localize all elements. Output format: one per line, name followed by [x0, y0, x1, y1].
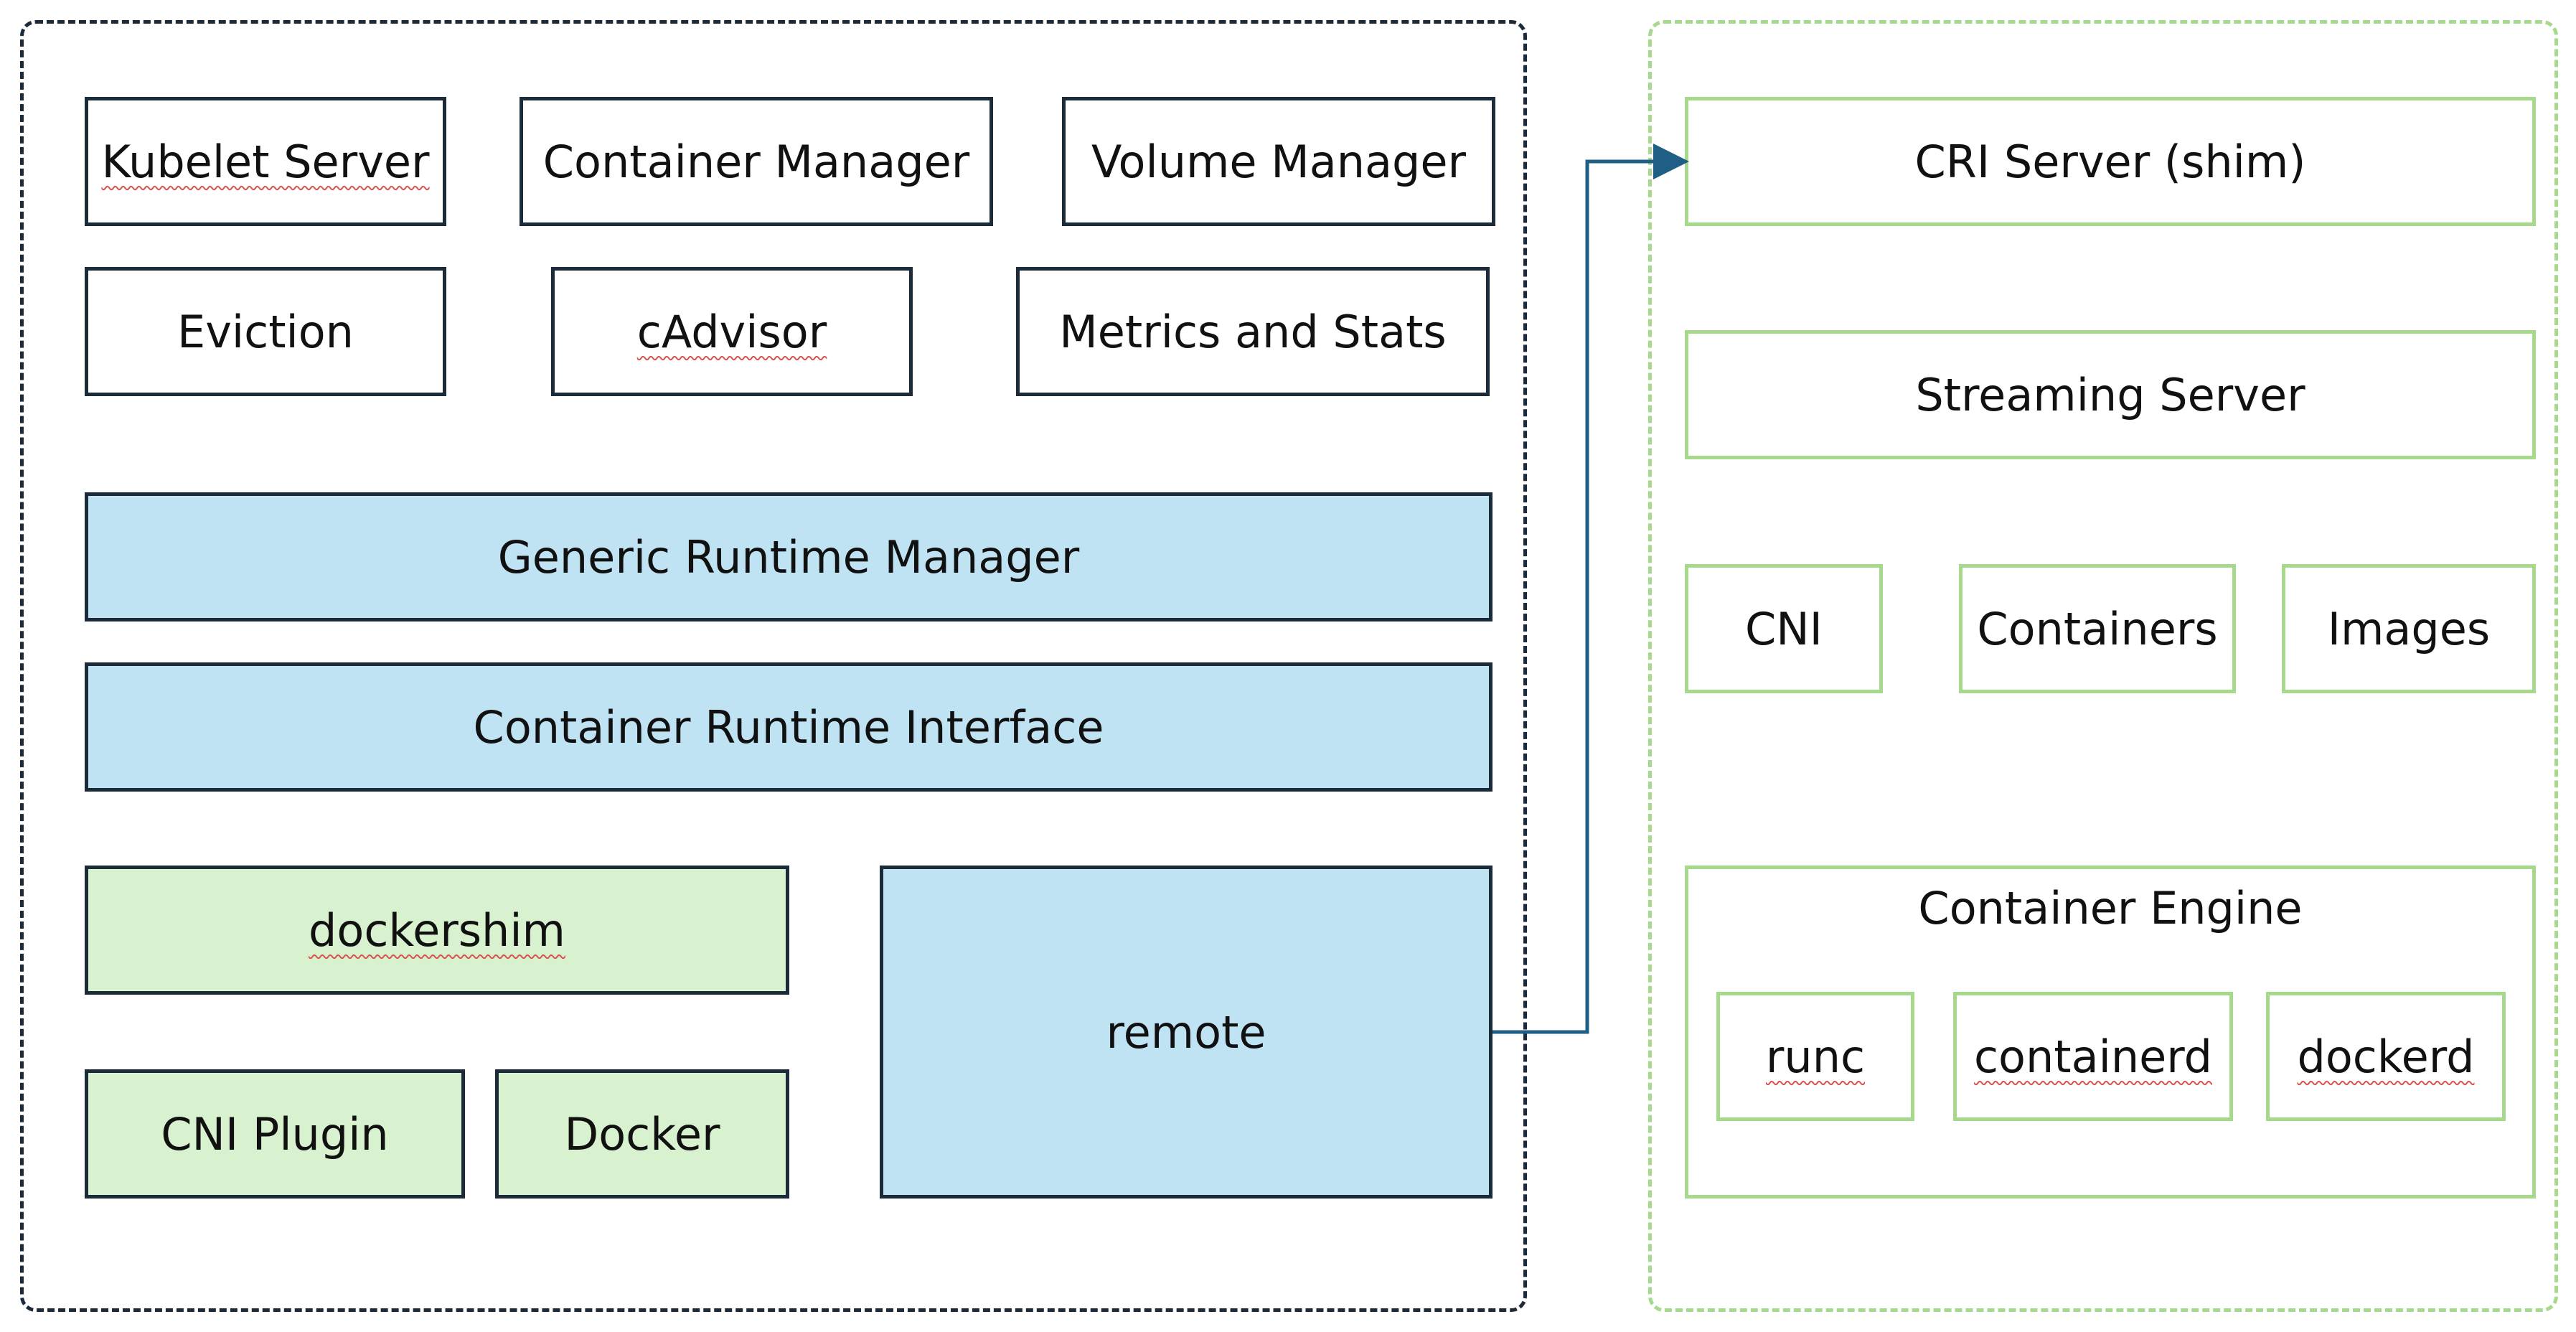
container-manager-box: Container Manager — [520, 97, 993, 226]
docker-label: Docker — [564, 1107, 720, 1160]
dockerd-label: dockerd — [2297, 1030, 2475, 1083]
containerd-box: containerd — [1953, 992, 2233, 1121]
containerd-label: containerd — [1973, 1030, 2213, 1083]
eviction-label: Eviction — [177, 305, 354, 358]
images-box: Images — [2282, 564, 2536, 693]
dockerd-box: dockerd — [2266, 992, 2506, 1121]
eviction-box: Eviction — [85, 267, 446, 396]
container-runtime-interface-label: Container Runtime Interface — [473, 700, 1104, 754]
cni-plugin-box: CNI Plugin — [85, 1069, 465, 1199]
streaming-server-label: Streaming Server — [1915, 368, 2305, 421]
runc-box: runc — [1716, 992, 1914, 1121]
runc-label: runc — [1765, 1030, 1866, 1083]
container-engine-label: Container Engine — [1918, 882, 2303, 934]
dockershim-box: dockershim — [85, 866, 789, 995]
streaming-server-box: Streaming Server — [1685, 330, 2536, 459]
kubelet-server-box: Kubelet Server — [85, 97, 446, 226]
cadvisor-label: cAdvisor — [636, 305, 827, 358]
cni-box: CNI — [1685, 564, 1883, 693]
generic-runtime-manager-box: Generic Runtime Manager — [85, 492, 1493, 622]
metrics-and-stats-box: Metrics and Stats — [1016, 267, 1490, 396]
generic-runtime-manager-label: Generic Runtime Manager — [497, 530, 1080, 583]
dockershim-label: dockershim — [309, 904, 565, 957]
volume-manager-box: Volume Manager — [1062, 97, 1495, 226]
docker-box: Docker — [495, 1069, 789, 1199]
cni-label: CNI — [1745, 602, 1823, 655]
cni-plugin-label: CNI Plugin — [161, 1107, 389, 1160]
kubelet-server-label: Kubelet Server — [101, 135, 430, 188]
metrics-and-stats-label: Metrics and Stats — [1059, 305, 1447, 358]
remote-box: remote — [880, 866, 1493, 1199]
container-manager-label: Container Manager — [542, 135, 970, 188]
containers-label: Containers — [1977, 602, 2218, 655]
cri-server-label: CRI Server (shim) — [1914, 135, 2306, 188]
connector-arrow — [1493, 144, 1689, 1034]
remote-label: remote — [1106, 1005, 1266, 1059]
images-label: Images — [2327, 602, 2491, 655]
cadvisor-box: cAdvisor — [551, 267, 913, 396]
container-runtime-interface-box: Container Runtime Interface — [85, 662, 1493, 792]
volume-manager-label: Volume Manager — [1091, 135, 1467, 188]
cri-frame — [1648, 20, 2558, 1312]
kubelet-frame — [20, 20, 1527, 1312]
containers-box: Containers — [1959, 564, 2236, 693]
